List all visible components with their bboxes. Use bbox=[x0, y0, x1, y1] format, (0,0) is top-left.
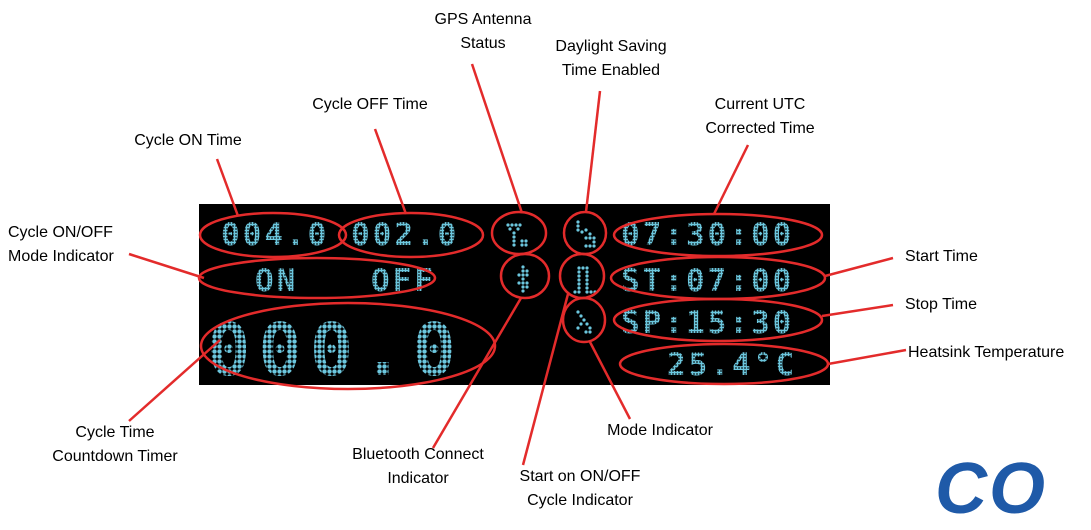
gps-antenna-callout: GPS Antenna Status bbox=[434, 11, 532, 52]
current-time-value: 07:30:00 bbox=[621, 217, 795, 253]
heatsink-callout: Heatsink Temperature bbox=[908, 344, 1065, 361]
bluetooth-icon bbox=[517, 265, 529, 293]
brand-logo: CO bbox=[935, 449, 1047, 529]
daylight-saving-icon bbox=[576, 220, 596, 248]
mode-indicator-icon bbox=[576, 310, 592, 334]
cycle-mode-ring bbox=[197, 256, 437, 300]
gps-antenna-icon bbox=[506, 223, 528, 247]
start-on-off-ring bbox=[558, 252, 606, 300]
start-time-value: ST:07:00 bbox=[621, 263, 795, 299]
cycle-on-time-callout: Cycle ON Time bbox=[134, 132, 242, 149]
start-on-off-cycle-icon bbox=[573, 266, 597, 294]
mode-indicator-ring bbox=[561, 296, 607, 344]
stop-time-value: SP:15:30 bbox=[621, 305, 795, 341]
stop-time-ring bbox=[612, 297, 824, 343]
cycle-countdown-callout: Cycle Time Countdown Timer bbox=[52, 424, 178, 465]
current-time-ring bbox=[612, 212, 824, 258]
cycle-off-time-callout: Cycle OFF Time bbox=[312, 96, 428, 113]
current-utc-callout: Current UTC Corrected Time bbox=[705, 96, 815, 137]
gps-antenna-ring bbox=[490, 210, 548, 256]
bluetooth-callout: Bluetooth Connect Indicator bbox=[352, 446, 484, 487]
mode-on-label: ON bbox=[255, 263, 299, 299]
cycle-on-time-value: 004.0 bbox=[221, 217, 330, 253]
lcd-display: 004.0 002.0 07:30:00 ON OFF ST:07:00 SP:… bbox=[199, 204, 830, 392]
daylight-saving-ring bbox=[562, 210, 608, 256]
start-time-callout: Start Time bbox=[905, 248, 978, 265]
start-on-off-callout: Start on ON/OFF Cycle Indicator bbox=[519, 468, 641, 509]
stop-time-callout: Stop Time bbox=[905, 296, 978, 313]
cycle-mode-callout: Cycle ON/OFF Mode Indicator bbox=[8, 224, 114, 265]
heatsink-ring bbox=[618, 342, 830, 386]
bluetooth-ring bbox=[499, 252, 551, 300]
cycle-off-time-value: 002.0 bbox=[351, 217, 460, 253]
countdown-timer-value: 000.0 bbox=[207, 308, 464, 392]
callout-overlay bbox=[128, 63, 907, 466]
countdown-ring bbox=[199, 301, 497, 391]
start-time-ring bbox=[609, 255, 827, 301]
cycle-on-time-ring bbox=[198, 211, 348, 259]
mode-indicator-callout: Mode Indicator bbox=[607, 422, 713, 439]
daylight-saving-callout: Daylight Saving Time Enabled bbox=[555, 38, 667, 79]
heatsink-temperature-value: 25.4°C bbox=[667, 347, 797, 383]
cycle-off-time-ring bbox=[337, 211, 485, 259]
